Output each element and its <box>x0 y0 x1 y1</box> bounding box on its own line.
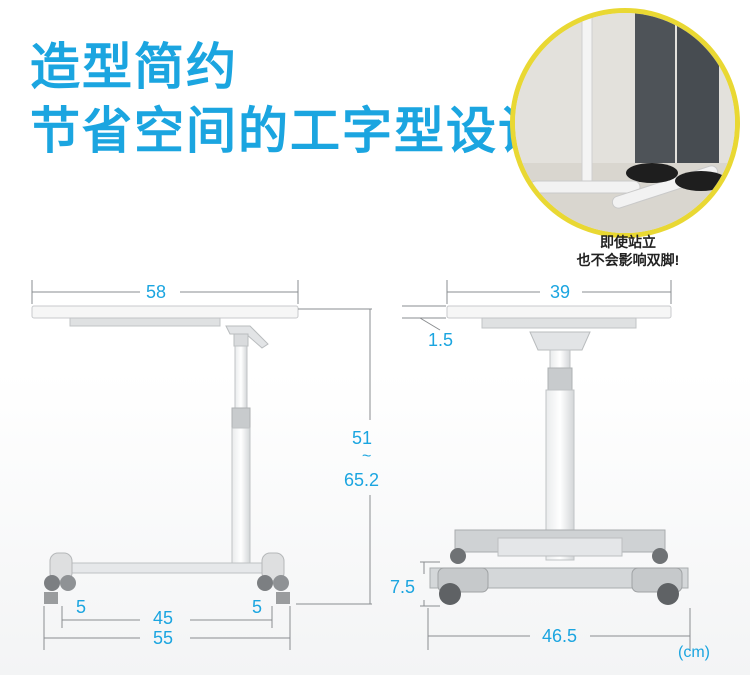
front-view-table <box>429 305 689 605</box>
dimension-top-thickness: 1.5 <box>428 330 454 350</box>
dimension-height-max: 65.2 <box>344 470 380 490</box>
dimension-front-base-width: 46.5 <box>542 626 578 646</box>
unit-label: (cm) <box>678 644 710 661</box>
dimension-lines <box>31 280 691 650</box>
dimension-front-width: 39 <box>550 282 571 302</box>
dimension-base-outer: 55 <box>153 628 174 648</box>
dimension-height-min: 51 <box>352 428 373 448</box>
dimension-front-base-height: 7.5 <box>390 577 416 597</box>
dimension-side-width: 58 <box>146 282 167 302</box>
dimension-caster-right: 5 <box>252 597 263 617</box>
standing-photo-illustration <box>515 13 735 233</box>
photo-caption-line1: 即使站立 <box>600 234 656 250</box>
headline-line2: 节省空间的工字型设计 <box>30 103 550 159</box>
standing-photo <box>510 8 740 238</box>
dimension-height-separator: ~ <box>362 448 372 465</box>
headline-line1: 造型简约 <box>30 39 238 95</box>
photo-caption-line2: 也不会影响双脚! <box>576 252 680 268</box>
dimension-base-inner: 45 <box>153 608 174 628</box>
dimension-caster-left: 5 <box>76 597 87 617</box>
side-view-table <box>31 305 299 604</box>
